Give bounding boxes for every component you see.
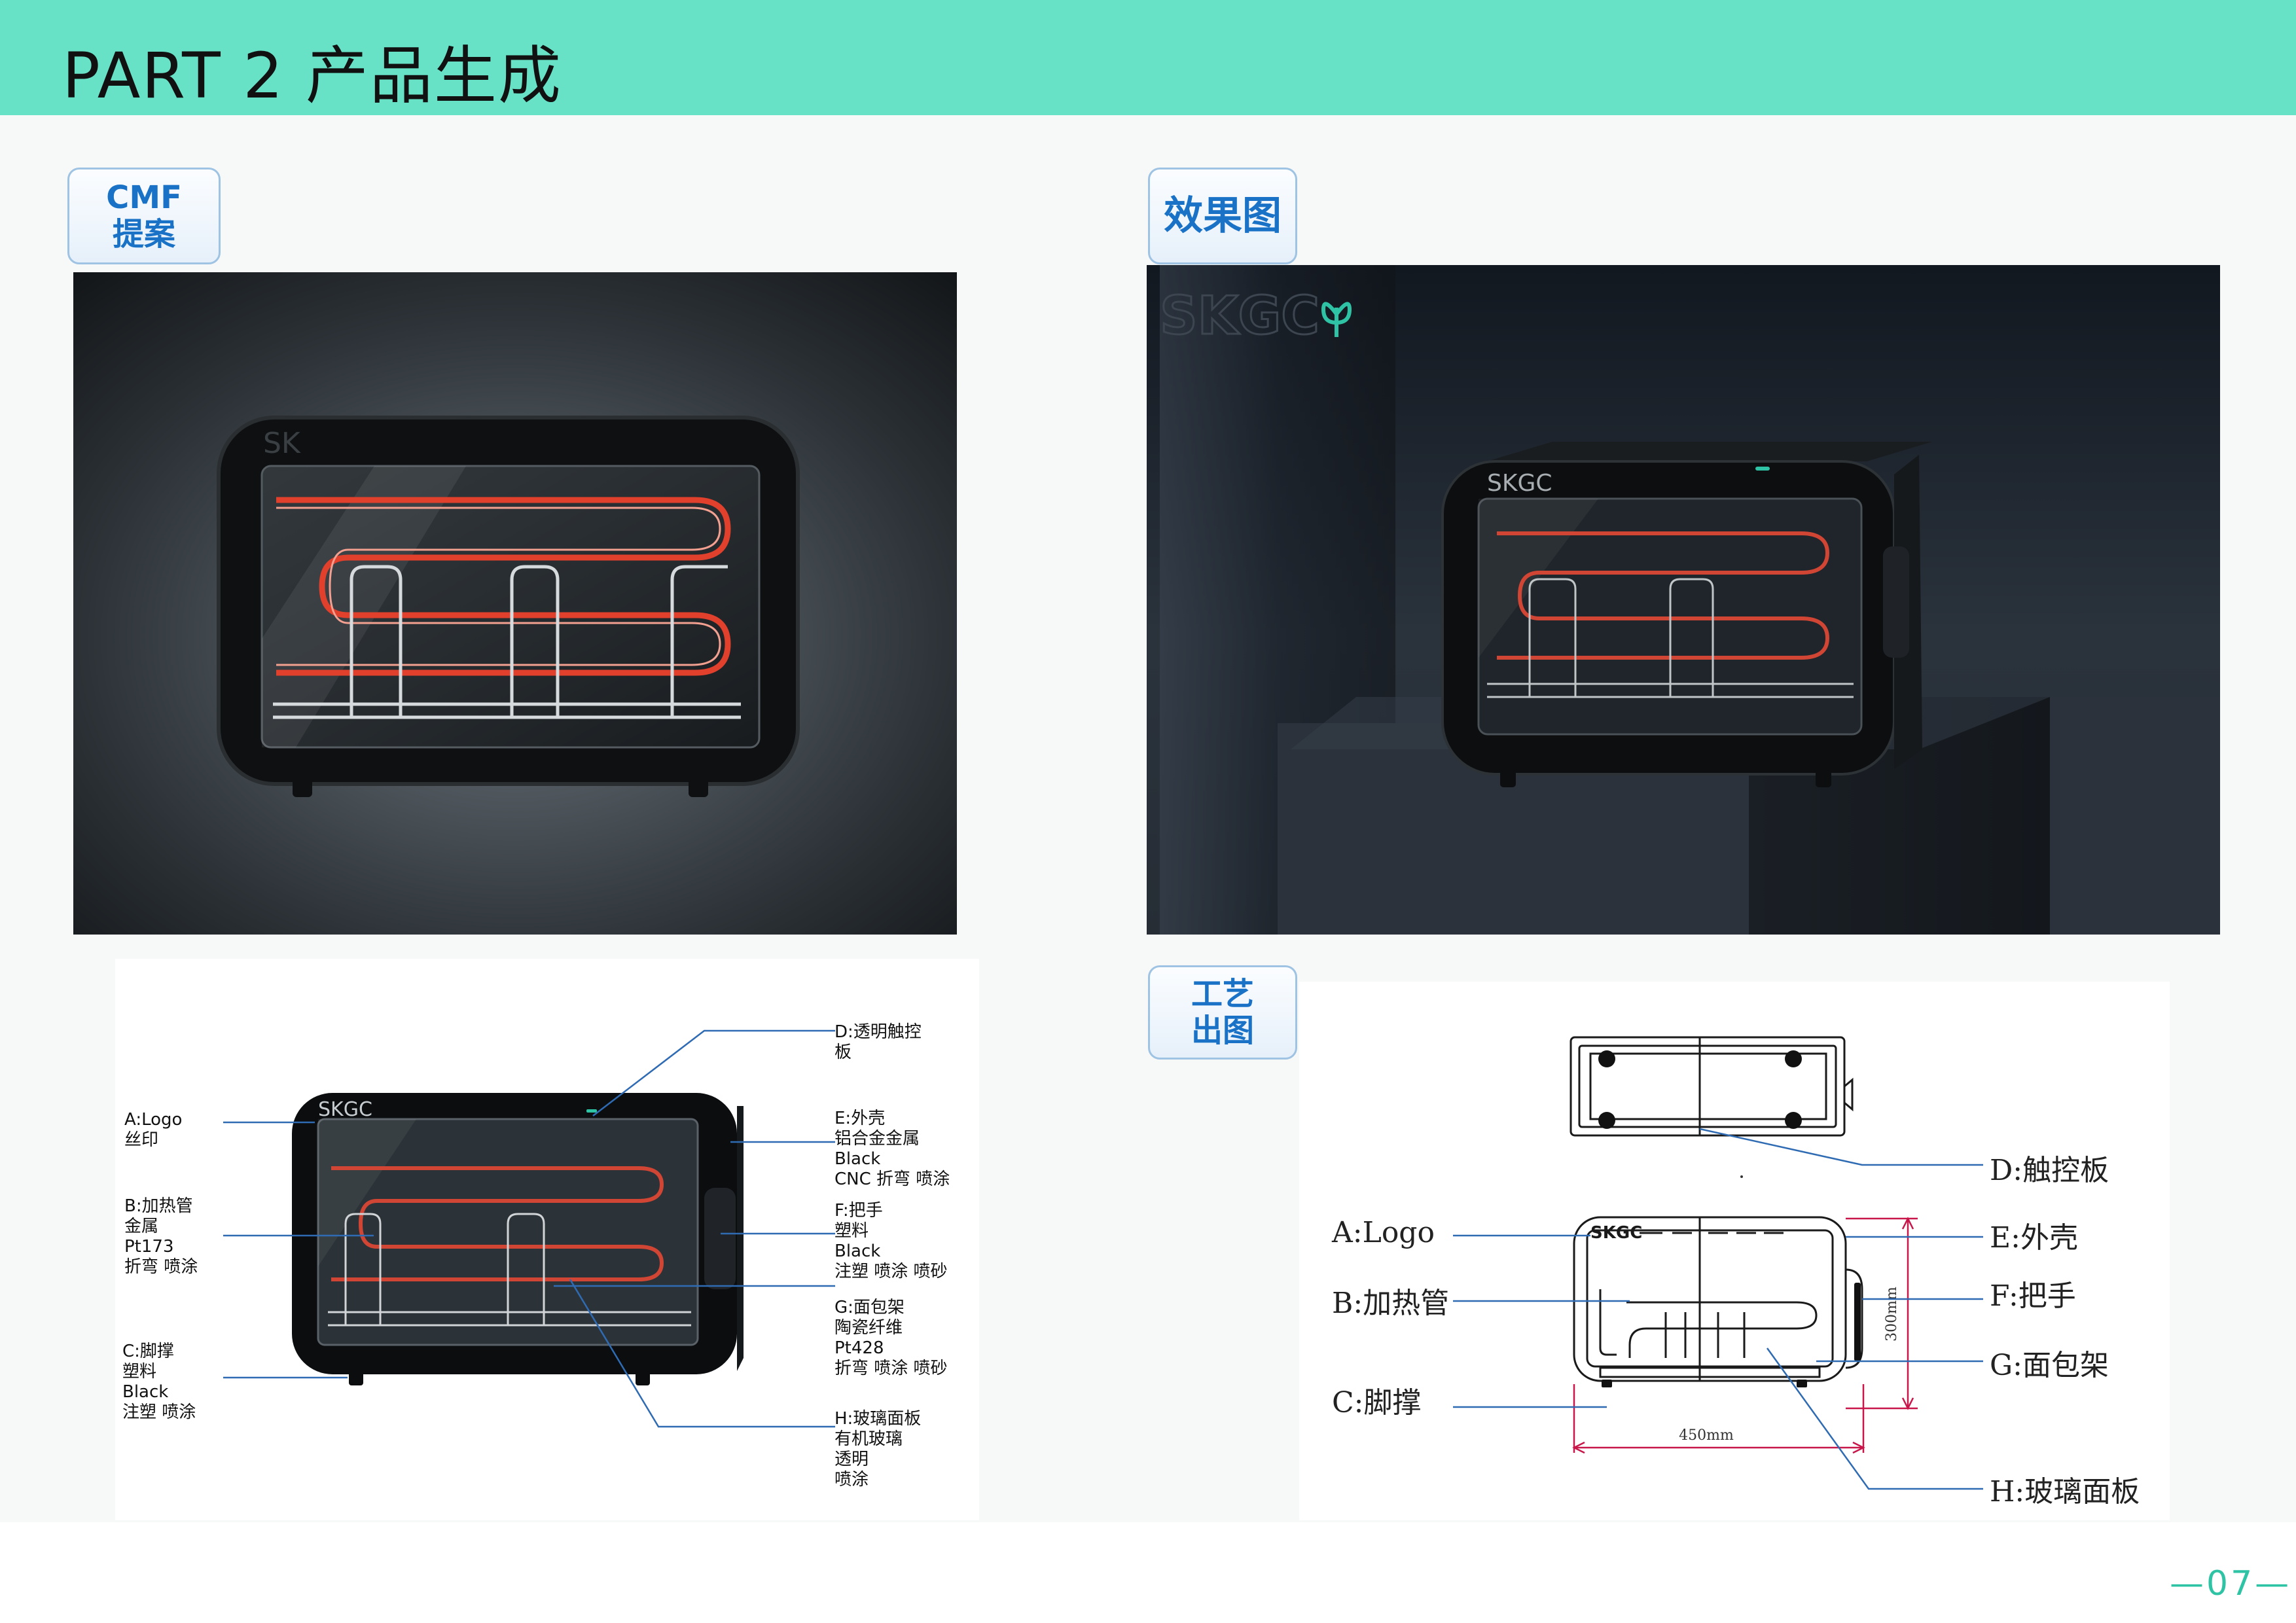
drawing-logo: SKGC xyxy=(1590,1223,1642,1243)
drawing-label-a: A:Logo xyxy=(1332,1216,1435,1249)
technical-drawing-panel: SKGC 450mm 300mm xyxy=(1299,982,2170,1520)
callout-c-feet: C:脚撑 塑料 Black 注塑 喷涂 xyxy=(122,1342,196,1422)
brand-leaf-icon xyxy=(1321,302,1352,337)
callout-f-handle: F:把手 塑料 Black 注塑 喷涂 喷砂 xyxy=(834,1201,948,1281)
cmf-product-photo: SK xyxy=(73,272,957,935)
callout-g-bread-rack: G:面包架 陶瓷纤维 Pt428 折弯 喷涂 喷砂 xyxy=(834,1298,948,1378)
drawing-label-g: G:面包架 xyxy=(1990,1349,2109,1382)
craft-tag-line1: 工艺 xyxy=(1191,976,1254,1012)
cmf-diagram-logo: SKGC xyxy=(318,1098,372,1121)
page-title: PART 2 产品生成 xyxy=(62,39,562,113)
drawing-label-b: B:加热管 xyxy=(1332,1287,1450,1320)
drawing-label-c: C:脚撑 xyxy=(1332,1386,1422,1419)
height-dimension: 300mm xyxy=(1884,1287,1900,1342)
callout-h-glass-panel: H:玻璃面板 有机玻璃 透明 喷涂 xyxy=(834,1409,922,1489)
dimension-lines xyxy=(1572,1217,1918,1454)
craft-drawing-tag: 工艺 出图 xyxy=(1148,965,1297,1060)
cmf-leader-lines xyxy=(223,1029,835,1428)
cmf-photo-logo: SK xyxy=(263,427,301,460)
cmf-tag-line2: 提案 xyxy=(112,216,175,253)
technical-drawing: SKGC 450mm 300mm xyxy=(1453,1036,1983,1490)
cmf-tag-line1: CMF xyxy=(106,179,182,216)
render-tag-label: 效果图 xyxy=(1164,193,1282,239)
render-tag: 效果图 xyxy=(1148,168,1297,264)
page-number: —07— xyxy=(2170,1564,2292,1603)
cmf-callout-panel: SKGC xyxy=(115,959,979,1520)
drawing-label-h: H:玻璃面板 xyxy=(1990,1475,2140,1508)
render-brand-logo: SKGC xyxy=(1160,285,1319,346)
touch-indicator-light xyxy=(1755,467,1770,471)
callout-d-touch-panel: D:透明触控 板 xyxy=(834,1022,922,1062)
callout-a-logo: A:Logo 丝印 xyxy=(124,1110,183,1150)
callout-b-heating-tube: B:加热管 金属 Pt173 折弯 喷涂 xyxy=(124,1196,198,1277)
width-dimension: 450mm xyxy=(1679,1427,1734,1444)
render-product-logo: SKGC xyxy=(1487,470,1552,497)
craft-tag-line2: 出图 xyxy=(1191,1012,1254,1049)
drawing-leader-lines xyxy=(1453,1128,1983,1490)
drawing-label-d: D:触控板 xyxy=(1990,1154,2109,1187)
drawing-label-f: F:把手 xyxy=(1990,1279,2076,1313)
cmf-proposal-tag: CMF 提案 xyxy=(67,168,221,264)
callout-e-housing: E:外壳 铝合金金属 Black CNC 折弯 喷涂 xyxy=(834,1109,950,1189)
header-bar: PART 2 产品生成 xyxy=(0,0,2296,115)
drawing-label-e: E:外壳 xyxy=(1990,1221,2078,1255)
render-product-photo: SKGC SKGC xyxy=(1147,265,2220,935)
